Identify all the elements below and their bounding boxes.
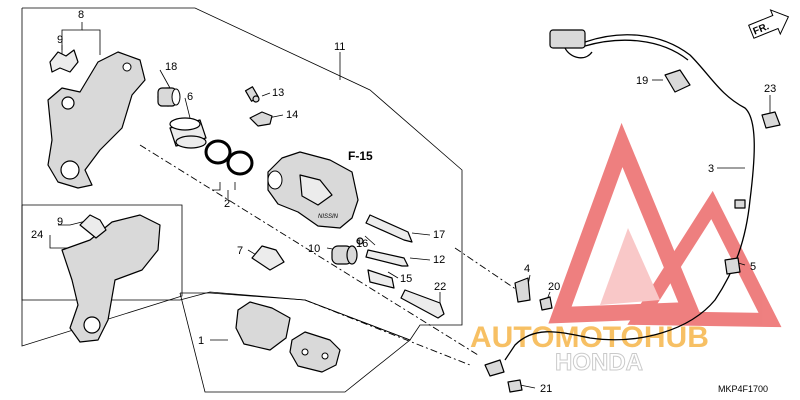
bolt-20 xyxy=(539,296,553,311)
callout-12: 12 xyxy=(433,254,445,266)
brake-pad xyxy=(289,331,341,373)
callout-9: 9 xyxy=(57,34,63,46)
section-ref: F-15 xyxy=(348,149,373,163)
callout-13: 13 xyxy=(272,87,284,99)
callout-9b: 9 xyxy=(57,216,63,228)
piston xyxy=(169,117,207,149)
pin-sleeve xyxy=(367,269,395,289)
callout-5: 5 xyxy=(750,261,756,273)
callout-24: 24 xyxy=(31,229,43,241)
brake-pad xyxy=(235,301,291,351)
callout-22: 22 xyxy=(434,281,446,293)
o-ring xyxy=(356,237,364,245)
clip xyxy=(724,257,741,275)
caliper-bracket-alt xyxy=(61,214,161,343)
inset-outline xyxy=(21,204,183,347)
callout-14: 14 xyxy=(286,109,298,121)
pad-spring xyxy=(49,49,79,73)
callout-3: 3 xyxy=(708,163,714,175)
pad-spring xyxy=(251,245,285,271)
bleeder-valve xyxy=(244,86,260,103)
boot xyxy=(157,87,181,107)
speed-sensor-harness xyxy=(484,29,781,393)
centerline-3 xyxy=(454,247,521,293)
slide-pin xyxy=(365,249,409,267)
callout-2: 2 xyxy=(224,198,230,210)
callout-19: 19 xyxy=(636,75,648,87)
callout-10: 10 xyxy=(308,243,320,255)
callout-21: 21 xyxy=(540,383,552,395)
direction-label: FR. xyxy=(752,21,771,37)
sensor-bracket xyxy=(514,277,531,303)
bracket-hole xyxy=(60,160,80,180)
callout-7: 7 xyxy=(237,245,243,257)
callout-16: 16 xyxy=(356,238,368,250)
callout-20: 20 xyxy=(548,281,560,293)
callout-17: 17 xyxy=(433,229,445,241)
pin-boot xyxy=(331,245,358,265)
grommet xyxy=(761,111,781,129)
callout-6: 6 xyxy=(187,91,193,103)
dust-seal xyxy=(226,150,254,176)
callout-23: 23 xyxy=(764,83,776,95)
bolt xyxy=(400,289,445,319)
pad-inset-outline xyxy=(179,292,411,393)
centerline xyxy=(139,144,479,356)
sensor-connector xyxy=(549,29,586,49)
clamp xyxy=(664,69,691,93)
callout-1: 1 xyxy=(198,335,204,347)
wheel-speed-sensor xyxy=(484,359,505,377)
pin-bolt xyxy=(365,214,413,243)
wire-guide xyxy=(734,199,746,209)
watermark-honda: HONDA xyxy=(555,349,643,376)
piston-seal xyxy=(204,139,232,165)
caliper-body: NISSIN xyxy=(267,151,359,229)
front-direction-arrow: FR. xyxy=(748,9,790,39)
bracket-hole xyxy=(61,96,75,110)
caliper-bracket xyxy=(47,51,146,189)
callout-18: 18 xyxy=(165,61,177,73)
caliper-brand: NISSIN xyxy=(318,214,339,220)
callouts: 8 9 18 6 2 11 13 14 F-15 17 16 10 12 15 … xyxy=(31,9,776,395)
callout-8: 8 xyxy=(78,9,84,21)
bolt-21 xyxy=(507,379,523,393)
drawing-code: MKP4F1700 xyxy=(718,384,768,394)
pad-spring xyxy=(79,214,107,239)
callout-15: 15 xyxy=(400,273,412,285)
bracket-hole xyxy=(122,62,132,72)
group-outline xyxy=(21,7,463,341)
bleeder-cap xyxy=(249,111,273,127)
callout-4: 4 xyxy=(524,263,530,275)
callout-11: 11 xyxy=(334,41,345,53)
